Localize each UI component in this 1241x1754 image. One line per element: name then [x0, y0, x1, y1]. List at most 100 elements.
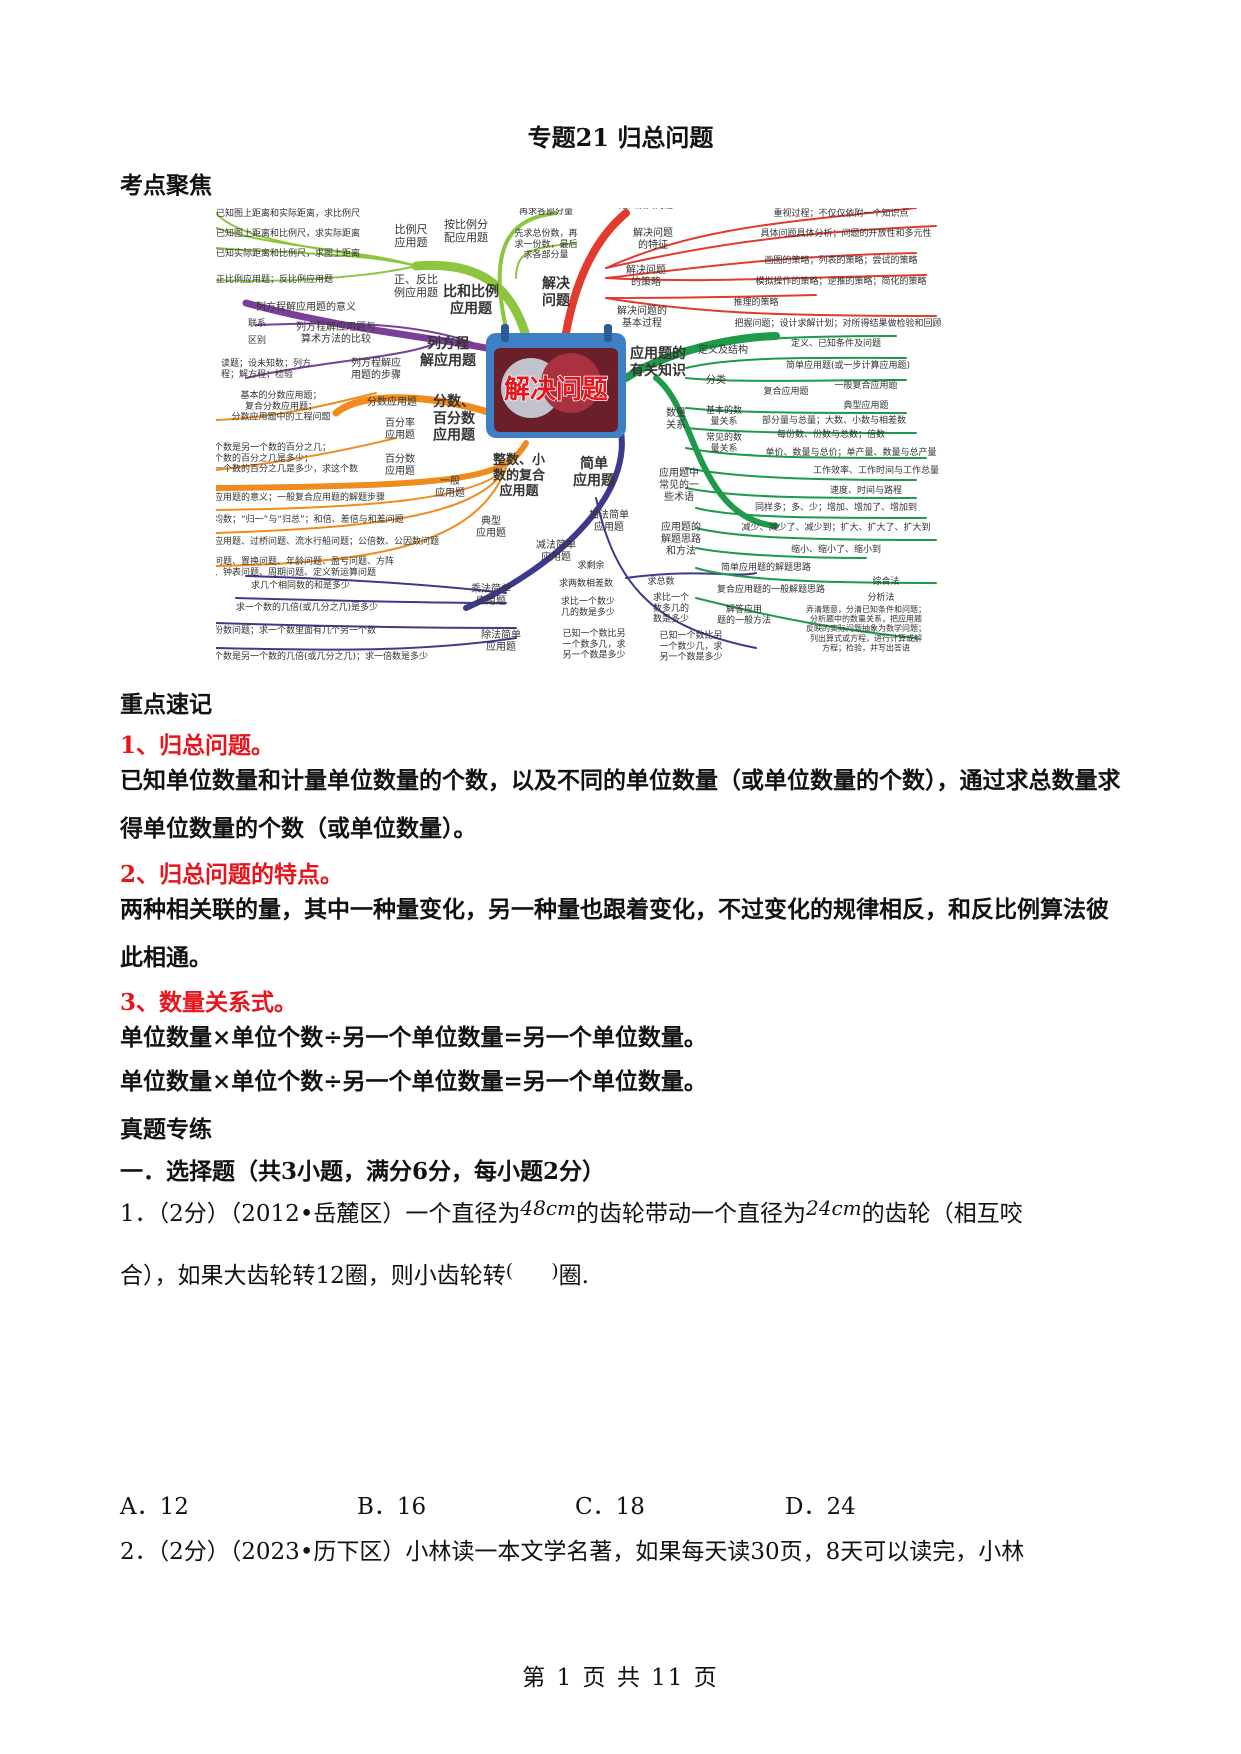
mindmap-label-l75: 分析法 [867, 591, 894, 603]
formula-line-2: 单位数量×单位个数÷另一个单位数量=另一个单位数量。 [120, 1068, 707, 1095]
mindmap-label-l19: 求一个数是另一个数的百分之几；求一个数的百分之几是多少；已知一个数的百分之几是多… [216, 441, 358, 475]
mindmap-label-l32: 除法简单应用题 [481, 628, 521, 653]
mindmap-label-l44: 重视过程；不仅仅依附一个知识点 [773, 208, 908, 219]
mindmap-label-b5: 简单应用题 [573, 455, 616, 489]
mindmap-label-b3: 分数、百分数应用题 [433, 393, 476, 444]
mindmap-label-l47: 画图的策略；列表的策略；尝试的策略 [764, 254, 917, 266]
mindmap-label-l54: 简单应用题(或一步计算应用题) [786, 359, 910, 371]
mindmap-label-l25: 植树问题、置换问题、年龄问题、盈亏问题、方阵问题、钟表问题、周期问题、定义新运算… [216, 555, 394, 578]
section-practice: 真题专练 [120, 1116, 212, 1143]
mindmap-label-l33: 减法简单应用题 [536, 538, 576, 563]
mindmap-label-l64: 单价、数量与总价；单产量、数量与总产量 [765, 446, 936, 458]
mindmap-label-l65: 工作效率、工作时间与工作总量 [813, 464, 939, 476]
mindmap-label-l28: 求一个数的几倍(或几分之几)是多少 [236, 601, 378, 613]
mindmap-label-l45: 具体问题具体分析；问题的开放性和多元性 [760, 227, 931, 239]
mindmap-label-l18: 百分率应用题 [385, 416, 415, 441]
formula-line-1: 单位数量×单位个数÷另一个单位数量=另一个单位数量。 [120, 1024, 707, 1051]
mindmap-label-l60: 基本的数量关系 [706, 404, 742, 427]
mindmap-label-l40: 求比一个数多几的数是多少 [653, 591, 689, 625]
option-a[interactable]: A．12 [120, 1494, 189, 1520]
mindmap-label-l46: 解决问题的策略 [626, 263, 666, 288]
mindmap-label-l48: 模拟操作的策略；逆推的策略；简化的策略 [755, 275, 926, 287]
mindmap-label-l1: 已知图上距离和实际距离，求比例尺 [216, 208, 360, 219]
mindmap-label-l14: 读题；设未知数；列方程；解方程；检验 [221, 357, 311, 380]
mindmap-label-l56: 复合应用题 [763, 385, 808, 397]
dimension-24cm: 24cm [806, 1196, 862, 1220]
mindmap-label-l37: 已知一个数比另一个数多几，求另一个数是多少 [562, 627, 625, 661]
mindmap-label-l31: 求一个数是另一个数的几倍(或几分之几)；求一倍数是多少 [216, 650, 428, 662]
mindmap-label-l39: 求总数 [647, 575, 674, 587]
dimension-48cm: 48cm [520, 1196, 577, 1220]
mindmap-label-l17: 分数应用题 [367, 395, 417, 408]
svg-text:解决问题: 解决问题 [504, 375, 608, 405]
mindmap-label-l21: 一般应用题的意义；一般复合应用题的解题步骤 [216, 491, 385, 503]
mindmap-label-l58: 典型应用题 [843, 399, 888, 411]
mindmap-label-l4: 正比例应用题；反比例应用题 [216, 273, 333, 285]
point-2-text: 两种相关联的量，其中一种量变化，另一种量也跟着变化，不过变化的规律相反，和反比例… [120, 896, 1109, 971]
mindmap-label-l77: 弄清题意，分清已知条件和问题；分析题中的数量关系，把应用题反映的实际问题抽象为数… [806, 604, 926, 652]
mindmap-label-l53: 定义、已知条件及问题 [791, 337, 881, 349]
mindmap-label-l72: 简单应用题的解题思路 [721, 561, 811, 573]
mindmap-label-l76: 解答应用题的一般方法 [717, 603, 771, 626]
option-c[interactable]: C．18 [575, 1494, 645, 1520]
mindmap-label-l11: 联系 [248, 318, 266, 329]
point-3-heading: 3、数量关系式。 [120, 989, 298, 1016]
point-2-heading: 2、归总问题的特点。 [120, 861, 344, 888]
mindmap-label-l70: 缩小、缩小了、缩小到 [791, 543, 881, 555]
mindmap-label-l16: 基本的分数应用题；复合分数应用题；分数应用题中的工程问题 [231, 389, 330, 423]
mindmap-label-b6: 应用题的有关知识 [630, 345, 686, 379]
mindmap-label-b4: 整数、小数的复合应用题 [492, 452, 546, 499]
point-1-heading: 1、归总问题。 [120, 732, 275, 759]
mindmap-label-l26: 典型应用题 [476, 514, 506, 539]
page-title: 专题21 归总问题 [527, 123, 714, 152]
mindmap-label-l10: 列方程解应用题的意义 [256, 300, 356, 313]
mindmap-label-l68: 同样多；多、少；增加、增加了、增加到 [755, 501, 917, 513]
section-memo: 重点速记 [120, 691, 212, 718]
mindmap-label-l50: 解决问题的基本过程 [617, 304, 667, 329]
mindmap-label-l20: 百分数应用题 [385, 452, 415, 477]
mindmap-label-l7: 按比例分配应用题 [444, 217, 488, 244]
mindmap-label-l36: 求比一个数少几的数是多少 [561, 595, 615, 618]
center-image: 解决问题 [486, 324, 626, 438]
mindmap-label-l74: 综合法 [872, 575, 899, 587]
mindmap-label-l52: 定义及结构 [698, 343, 748, 356]
mindmap-label-l24: 行程应用题、过桥问题、流水行船问题；公倍数、公因数问题 [216, 535, 439, 547]
mindmap-label-l49: 推理的策略 [733, 296, 778, 308]
section-focus: 考点聚焦 [120, 172, 212, 199]
mindmap-label-l61: 部分量与总量；大数、小数与相差数 [762, 414, 906, 426]
answer-blank: ( ) [505, 1260, 559, 1282]
point-1-text: 已知单位数量和计量单位数量的个数，以及不同的单位数量（或单位数量的个数），通过求… [120, 767, 1121, 842]
mindmap-label-b2: 列方程解应用题 [420, 335, 477, 369]
mindmap-label-l30: 求每份数问题；求一个数里面有几个另一个数 [216, 624, 376, 636]
mindmap-label-l15: 列方程解应用题的步骤 [351, 356, 401, 381]
mindmap-label-l63: 常见的数量关系 [706, 431, 742, 454]
option-b[interactable]: B．16 [357, 1494, 427, 1520]
question-1-line-1: 1．（2分）（2012•岳麓区）一个直径为48cm的齿轮带动一个直径为24cm的… [120, 1196, 1023, 1227]
mindmap-label-l29: 乘法简单应用题 [471, 582, 511, 607]
mindmap-label-l57: 一般复合应用题 [834, 379, 897, 391]
mind-map: 解决问题 比和比例应用题列方程解应用题分数、百分数应用题整数、小数的复合应用题简… [216, 208, 942, 663]
mindmap-label-l3: 已知实际距离和比例尺，求图上距离 [216, 247, 360, 259]
mindmap-label-l8: 先求总份数，再求各部分量 [519, 208, 573, 217]
mindmap-label-l62: 每份数、份数与总数；倍数 [777, 428, 885, 440]
mindmap-label-l69: 减少、减少了、减少到；扩大、扩大了、扩大到 [741, 521, 930, 533]
mindmap-label-l42: 定义及其内涵 [619, 208, 673, 211]
mindmap-label-l67: 应用题中常见的一些术语 [659, 466, 699, 503]
mindmap-label-l43: 解决问题的特征 [633, 226, 673, 251]
mindmap-label-l5: 比例尺应用题 [395, 222, 428, 249]
mindmap-label-l51: 把握问题；设计求解计划；对所得结果做检验和回顾 [734, 317, 941, 329]
mindmap-label-b1: 比和比例应用题 [443, 283, 499, 317]
mindmap-label-l55: 分类 [706, 373, 726, 386]
option-d[interactable]: D．24 [785, 1494, 856, 1520]
question-1-line-2: 合），如果大齿轮转12圈，则小齿轮转( )圈. [120, 1260, 589, 1289]
mindmap-label-l12: 区别 [248, 335, 266, 346]
mindmap-label-l22: 一般应用题 [435, 474, 465, 499]
mindmap-label-l2: 已知图上距离和比例尺，求实际距离 [216, 227, 360, 239]
mindmap-label-l23: 求平均数；“归一”与“归总”；和倍、差倍与和差问题 [216, 513, 404, 525]
mindmap-label-l9: 先求总份数，再求一份数，最后求各部分量 [514, 227, 577, 261]
question-2-line-1: 2．（2分）（2023•历下区）小林读一本文学名著，如果每天读30页，8天可以读… [120, 1539, 1025, 1565]
mindmap-label-b7: 解决问题 [542, 275, 571, 309]
mindmap-label-l71: 应用题的解题思路和方法 [661, 520, 701, 557]
mindmap-label-l66: 速度、时间与路程 [830, 484, 902, 496]
page-footer: 第 1 页 共 11 页 [522, 1665, 719, 1691]
